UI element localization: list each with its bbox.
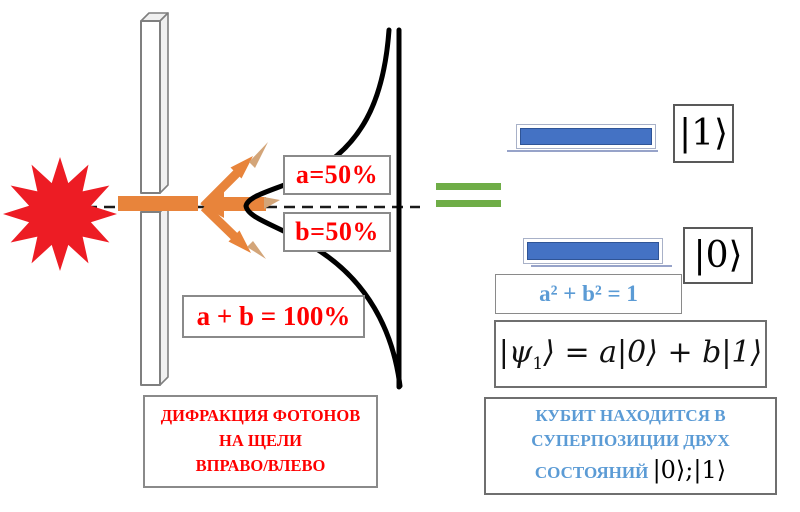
state-formula: |ψ1⟩ = a|0⟩ + b|1⟩ [498, 334, 763, 374]
qubit-caption-line1: КУБИТ НАХОДИТСЯ В [535, 405, 726, 425]
ket-one-box: |1⟩ [673, 104, 734, 163]
qubit-caption-line3-label: СОСТОЯНИЙ [534, 463, 649, 483]
ket-one-label: |1⟩ [678, 113, 729, 154]
equals-bottom-bar [436, 200, 501, 207]
diffraction-caption-box: ДИФРАКЦИЯ ФОТОНОВ НА ЩЕЛИ ВПРАВО/ВЛЕВО [143, 395, 378, 488]
level-bar-zero-shadow [531, 265, 672, 267]
level-bar-one [516, 124, 656, 149]
qubit-caption-line2: СУПЕРПОЗИЦИИ ДВУХ [531, 430, 730, 450]
qubit-caption-box: КУБИТ НАХОДИТСЯ В СУПЕРПОЗИЦИИ ДВУХ СОСТ… [484, 397, 777, 495]
probability-a-label: a=50% [295, 160, 379, 189]
qubit-caption-line3-kets: |0⟩;|1⟩ [652, 456, 727, 485]
ket-zero-box: |0⟩ [683, 227, 753, 284]
diffracted-arrow-down [200, 203, 266, 259]
ket-zero-label: |0⟩ [693, 235, 743, 276]
probability-a-box: a=50% [283, 155, 391, 195]
probability-b-box: b=50% [283, 212, 391, 252]
slit-bar-top [140, 12, 169, 194]
gaussian-distribution-curve [243, 27, 403, 389]
slit-bar-bottom [140, 203, 169, 386]
double-green-equals-icon [436, 183, 501, 207]
level-bar-one-shadow [507, 150, 658, 152]
equals-top-bar [436, 183, 501, 190]
starburst-icon [3, 157, 117, 271]
level-bar-zero-fill [527, 242, 659, 260]
state-formula-box: |ψ1⟩ = a|0⟩ + b|1⟩ [494, 320, 767, 388]
photon-beam [118, 196, 198, 211]
probability-sum-label: a + b = 100% [196, 301, 351, 331]
diffraction-caption-line1: ДИФРАКЦИЯ ФОТОНОВ [160, 406, 361, 426]
normalization-box: a² + b² = 1 [495, 274, 682, 314]
probability-b-label: b=50% [295, 217, 379, 246]
probability-sum-box: a + b = 100% [182, 295, 365, 338]
diffraction-caption-line2: НА ЩЕЛИ [219, 431, 302, 451]
diffraction-caption-line3: ВПРАВО/ВЛЕВО [195, 455, 326, 475]
normalization-formula: a² + b² = 1 [539, 281, 638, 306]
level-bar-zero [523, 238, 663, 264]
level-bar-one-fill [520, 128, 652, 145]
